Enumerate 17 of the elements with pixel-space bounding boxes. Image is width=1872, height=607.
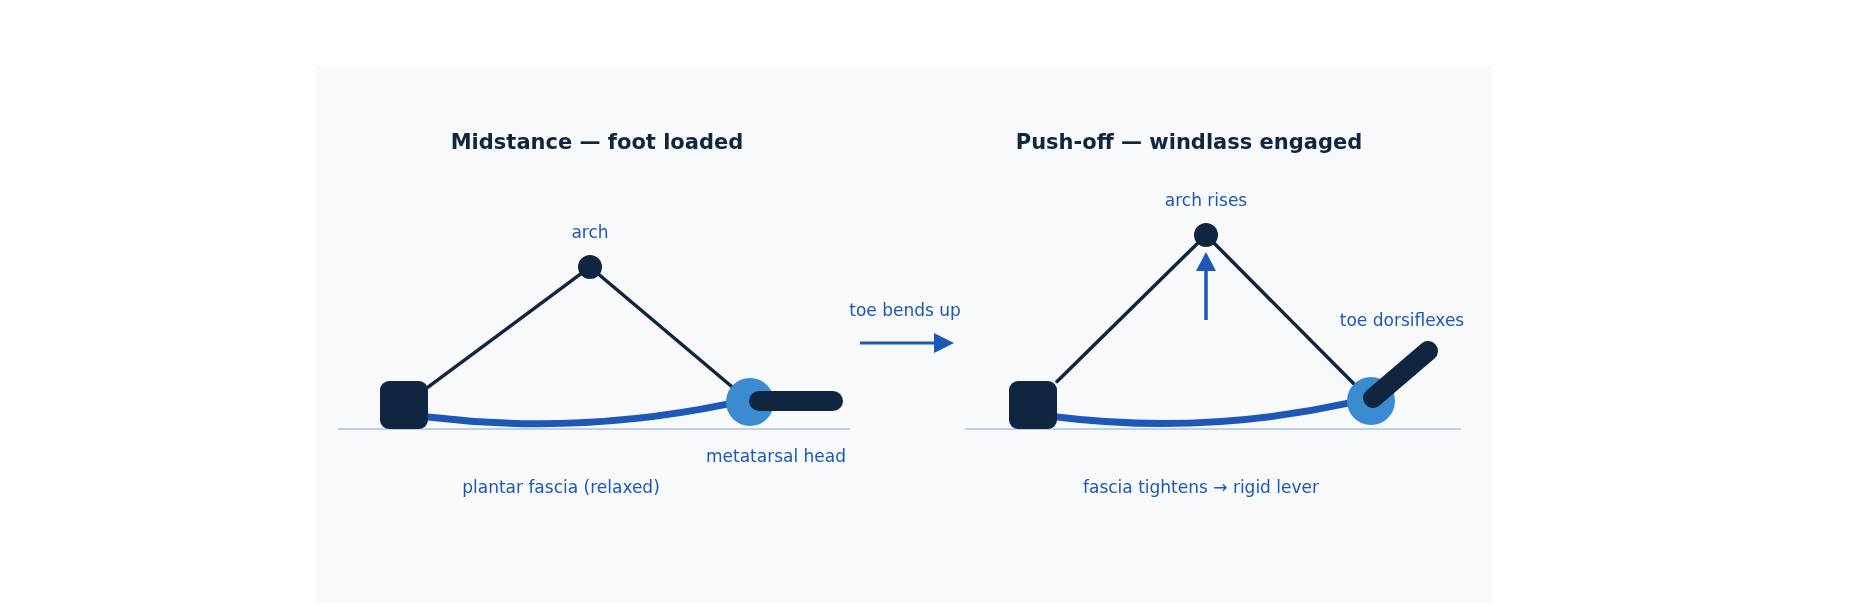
bone-line [1055,241,1200,384]
heel-block [1009,381,1057,429]
part-label: toe dorsiflexes [1339,310,1465,330]
caption-text: fascia tightens → rigid lever [1083,477,1319,497]
part-label: metatarsal head [706,446,846,466]
toe-bar [1363,341,1438,408]
panel-heading: Midstance — foot loaded [450,130,744,154]
heel-block [380,381,428,429]
part-label: arch [571,222,609,242]
part-label: arch rises [1164,190,1248,210]
toe-bar [749,391,843,411]
caption-text: toe bends up [849,300,961,320]
panel-heading: Push-off — windlass engaged [1015,130,1363,154]
bone-line [426,272,583,389]
bone-line [597,273,734,389]
bone-line [1212,241,1356,386]
caption-text: plantar fascia (relaxed) [462,477,660,497]
